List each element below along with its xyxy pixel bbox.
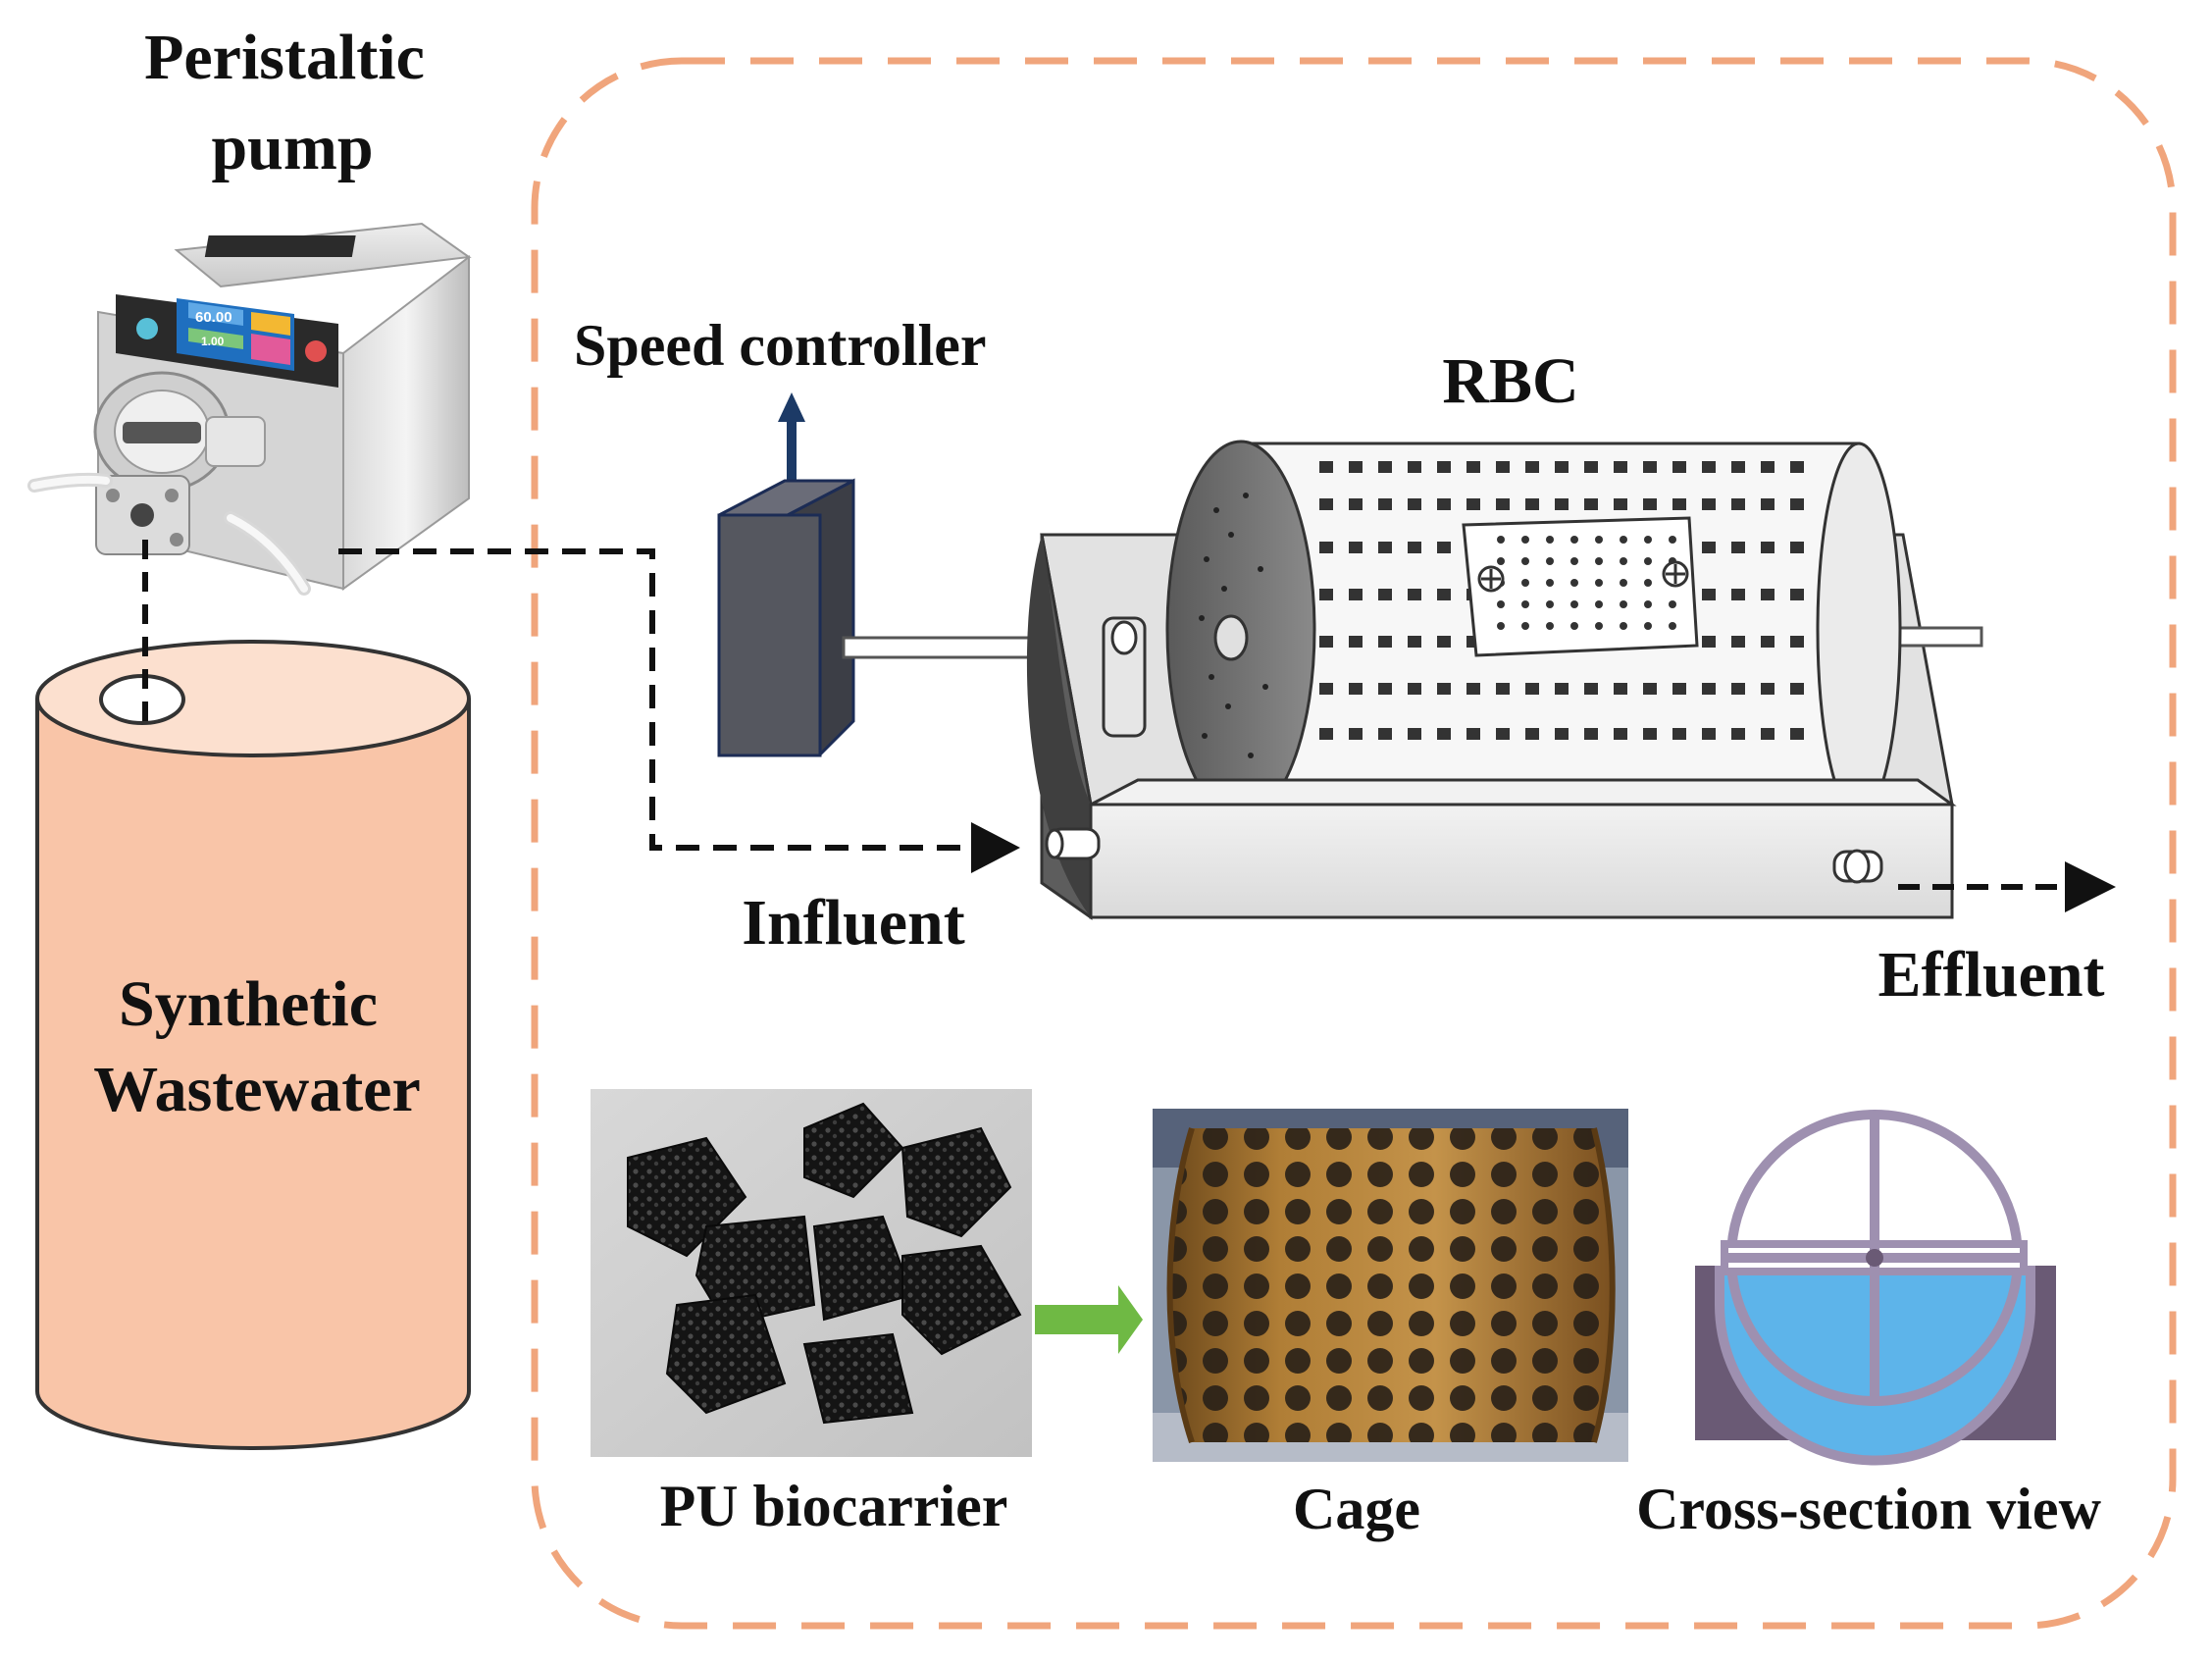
perforated-cage-icon [1153,1109,1628,1462]
effluent-arrowhead [2065,861,2116,912]
influent-label: Influent [742,887,964,959]
pu-biocarrier-label: PU biocarrier [660,1474,1008,1538]
pump-title-line2: pump [211,112,373,183]
speed-controller-label: Speed controller [574,313,987,378]
tank-label-line1: Synthetic [119,968,378,1040]
peristaltic-pump-icon: 60.00 1.00 [27,222,472,596]
rotating-drum-reactor-icon [842,440,1983,920]
tank-label-line2: Wastewater [93,1054,421,1125]
cross-section-icon [1695,1110,2056,1466]
cross-section-label: Cross-section view [1636,1477,2101,1541]
pump-display-flow: 60.00 [195,309,232,326]
influent-arrowhead [971,822,1020,873]
system-boundary [531,57,2177,1630]
rbc-label: RBC [1442,345,1578,417]
foam-cube-icon [591,1089,1032,1457]
influent-flow-line [338,548,981,851]
pump-title-line1: Peristaltic [144,22,425,93]
drum-slots [1319,461,1804,740]
pump-display-secondary: 1.00 [201,335,225,348]
cage-label: Cage [1293,1477,1420,1541]
speed-controller-box-icon [717,392,855,757]
cylinder-tank-icon [35,640,471,1450]
green-arrow-icon [1035,1285,1143,1354]
effluent-label: Effluent [1878,939,2105,1011]
plate-holes [1497,536,1676,630]
